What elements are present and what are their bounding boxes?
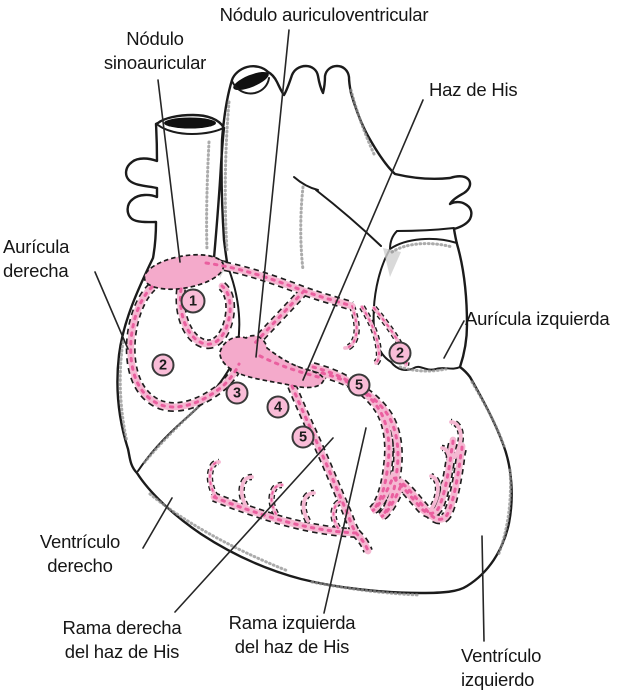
heart-outline — [116, 64, 513, 597]
leader-right-branch — [174, 437, 334, 613]
label-av-node: Nódulo auriculoventricular — [219, 4, 429, 25]
leader-left-ventricle — [481, 535, 485, 642]
leader-right-atrium — [94, 271, 129, 350]
label-left-ventricle: Ventrículo izquierdo — [461, 645, 542, 690]
label-his-bundle: Haz de His — [429, 79, 518, 100]
leader-av-node — [255, 29, 290, 358]
marker-5-right: 5 — [347, 373, 371, 397]
leader-left-atrium — [443, 320, 465, 359]
leader-lines — [94, 29, 485, 642]
left-atrium-outline — [389, 238, 458, 250]
marker-5-mid: 5 — [291, 425, 315, 449]
label-left-bundle-branch: Rama izquierda del haz de His — [228, 612, 356, 657]
leader-sa-node — [157, 79, 181, 263]
stipple-shading — [118, 88, 512, 597]
label-right-bundle-branch: Rama derecha del haz de His — [62, 617, 182, 662]
leader-his-bundle — [302, 99, 424, 381]
label-sa-node: Nódulo sinoauricular — [103, 28, 207, 73]
leader-left-branch — [323, 427, 367, 614]
marker-3: 3 — [225, 381, 249, 405]
marker-2-left: 2 — [151, 353, 175, 377]
marker-2-right: 2 — [388, 341, 412, 365]
vena-cava-opening — [164, 117, 216, 129]
aorta-opening — [233, 71, 269, 91]
label-left-atrium: Aurícula izquierda — [465, 308, 610, 329]
label-right-atrium: Aurícula derecha — [3, 236, 70, 281]
leader-right-ventricle — [142, 497, 173, 549]
conduction-pathways — [131, 253, 462, 551]
marker-1: 1 — [180, 288, 206, 314]
atrioventricular-node — [219, 334, 325, 389]
marker-4: 4 — [266, 395, 290, 419]
label-right-ventricle: Ventrículo derecho — [39, 531, 121, 576]
